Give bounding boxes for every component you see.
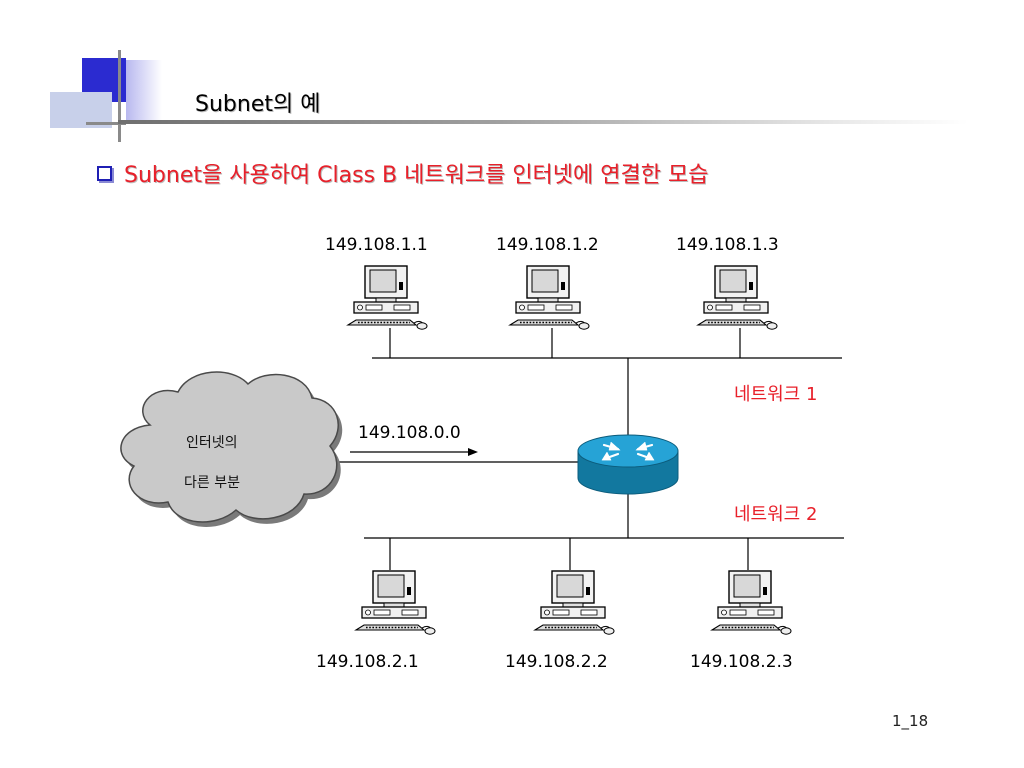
cloud-label-line2: 다른 부분 xyxy=(184,475,240,491)
host-address: 149.108.1.3 xyxy=(676,235,779,255)
bullet-point: Subnet을 사용하여 Class B 네트워크를 인터넷에 연결한 모습 xyxy=(97,157,708,189)
pc-icon xyxy=(347,265,428,330)
page-number: 1_18 xyxy=(892,712,929,730)
host-address: 149.108.2.1 xyxy=(316,652,419,672)
network1-label: 네트워크 1 xyxy=(734,384,818,405)
router-icon xyxy=(577,434,679,495)
network2-label: 네트워크 2 xyxy=(734,504,818,525)
host-address: 149.108.2.3 xyxy=(690,652,793,672)
host-address: 149.108.2.2 xyxy=(505,652,608,672)
network-address: 149.108.0.0 xyxy=(358,423,461,443)
internet-cloud-icon xyxy=(120,371,343,527)
pc-icon xyxy=(534,570,615,635)
host-address: 149.108.1.1 xyxy=(325,235,428,255)
bullet-text: Subnet을 사용하여 Class B 네트워크를 인터넷에 연결한 모습 xyxy=(124,163,709,188)
checkbox-bullet-icon xyxy=(97,165,112,181)
pc-icon xyxy=(355,570,436,635)
pc-icon xyxy=(711,570,792,635)
title-divider xyxy=(118,120,968,124)
host-address: 149.108.1.2 xyxy=(496,235,599,255)
page-title: Subnet의 예 xyxy=(195,92,321,117)
pc-icon xyxy=(697,265,778,330)
pc-icon xyxy=(509,265,590,330)
cloud-label-line1: 인터넷의 xyxy=(186,435,238,451)
